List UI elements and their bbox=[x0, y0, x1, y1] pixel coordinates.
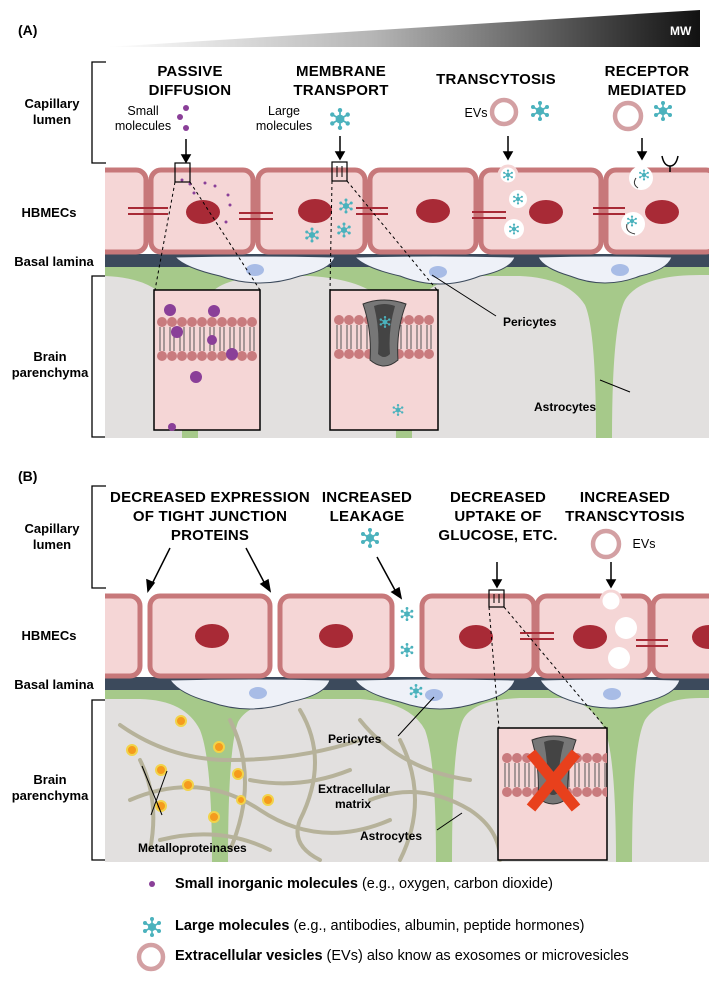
pericytes-b bbox=[169, 678, 681, 710]
panel-a-brackets bbox=[91, 61, 106, 438]
effect-tight-junction: DECREASED EXPRESSION OF TIGHT JUNCTION P… bbox=[110, 489, 310, 544]
effect-increased-transcytosis-sub: EVs bbox=[632, 537, 656, 551]
vesicles-b bbox=[590, 528, 637, 669]
side-label-hbmecs-a: HBMECs bbox=[21, 205, 77, 220]
blocked-x-icon bbox=[526, 749, 581, 812]
side-label-basal-lamina-a: Basal lamina bbox=[14, 254, 94, 269]
pointer-lines-a bbox=[431, 274, 631, 393]
arrows-a bbox=[180, 136, 648, 164]
effect-increased-transcytosis: INCREASED TRANSCYTOSIS bbox=[565, 489, 685, 525]
receptor-icon bbox=[661, 155, 679, 167]
panel-a-label: (A) bbox=[18, 22, 38, 38]
arrows-b bbox=[146, 547, 617, 600]
large-molecule-star-icon bbox=[142, 916, 162, 938]
zoom-indicators-a bbox=[154, 161, 438, 291]
metalloproteinases bbox=[126, 715, 274, 823]
zoom-box-transporter bbox=[329, 289, 439, 431]
small-molecules-a bbox=[177, 105, 232, 224]
zoom-box-diffusion bbox=[153, 289, 261, 431]
label-astrocytes-a: Astrocytes bbox=[534, 400, 597, 414]
label-astrocytes-b: Astrocytes bbox=[360, 829, 423, 843]
zoom-box-blocked-transporter bbox=[497, 727, 608, 861]
tight-junctions-a bbox=[128, 207, 625, 220]
mechanism-transcytosis-sub: EVs bbox=[464, 106, 488, 120]
endothelial-cells-b bbox=[105, 593, 709, 679]
astrocytes-b bbox=[105, 688, 709, 862]
mw-gradient-wedge bbox=[106, 10, 700, 47]
side-label-basal-lamina-b: Basal lamina bbox=[14, 677, 94, 692]
legend-item-large-molecules: Large molecules (e.g., antibodies, album… bbox=[175, 918, 585, 934]
panel-b-label: (B) bbox=[18, 468, 38, 484]
legend-item-small-molecules: Small inorganic molecules (e.g., oxygen,… bbox=[175, 876, 553, 892]
label-pericytes-b: Pericytes bbox=[328, 732, 382, 746]
zoom-indicators-b bbox=[488, 589, 607, 729]
side-label-capillary-lumen-a: Capillary lumen bbox=[24, 96, 80, 127]
mechanism-transcytosis: TRANSCYTOSIS bbox=[436, 71, 556, 88]
effect-increased-leakage: INCREASED LEAKAGE bbox=[321, 489, 413, 525]
vesicle-ring-icon bbox=[136, 942, 166, 972]
nuclei-a bbox=[186, 199, 679, 224]
label-pericytes-a: Pericytes bbox=[503, 315, 557, 329]
mw-label: MW bbox=[670, 24, 692, 38]
pointer-lines-b bbox=[141, 696, 463, 831]
extracellular-matrix bbox=[118, 708, 502, 862]
mechanism-receptor-mediated: RECEPTOR MEDIATED bbox=[604, 63, 690, 99]
tight-junctions-b bbox=[520, 632, 668, 647]
side-label-hbmecs-b: HBMECs bbox=[21, 628, 77, 643]
small-molecule-dot-icon bbox=[149, 881, 155, 887]
legend-item-vesicles: Extracellular vesicles (EVs) also know a… bbox=[175, 948, 629, 964]
legend-icons bbox=[136, 881, 166, 972]
nuclei-b bbox=[195, 624, 709, 649]
side-label-capillary-lumen-b: Capillary lumen bbox=[24, 521, 80, 552]
mechanism-passive-diffusion: PASSIVE DIFFUSION bbox=[148, 63, 232, 99]
mechanism-passive-diffusion-sub: Small molecules bbox=[114, 104, 172, 133]
vesicles-a bbox=[489, 97, 679, 239]
pericytes-a bbox=[173, 255, 673, 285]
side-label-brain-parenchyma-a: Brain parenchyma bbox=[11, 349, 89, 380]
mechanism-membrane-transport: MEMBRANE TRANSPORT bbox=[293, 63, 389, 99]
effect-decreased-uptake: DECREASED UPTAKE OF GLUCOSE, ETC. bbox=[438, 489, 558, 544]
panel-b-brackets bbox=[91, 485, 106, 861]
mechanism-membrane-transport-sub: Large molecules bbox=[255, 104, 313, 133]
label-metalloproteinases: Metalloproteinases bbox=[138, 841, 247, 855]
label-extracellular-matrix: Extracellular matrix bbox=[318, 782, 391, 811]
side-label-brain-parenchyma-b: Brain parenchyma bbox=[11, 772, 89, 803]
